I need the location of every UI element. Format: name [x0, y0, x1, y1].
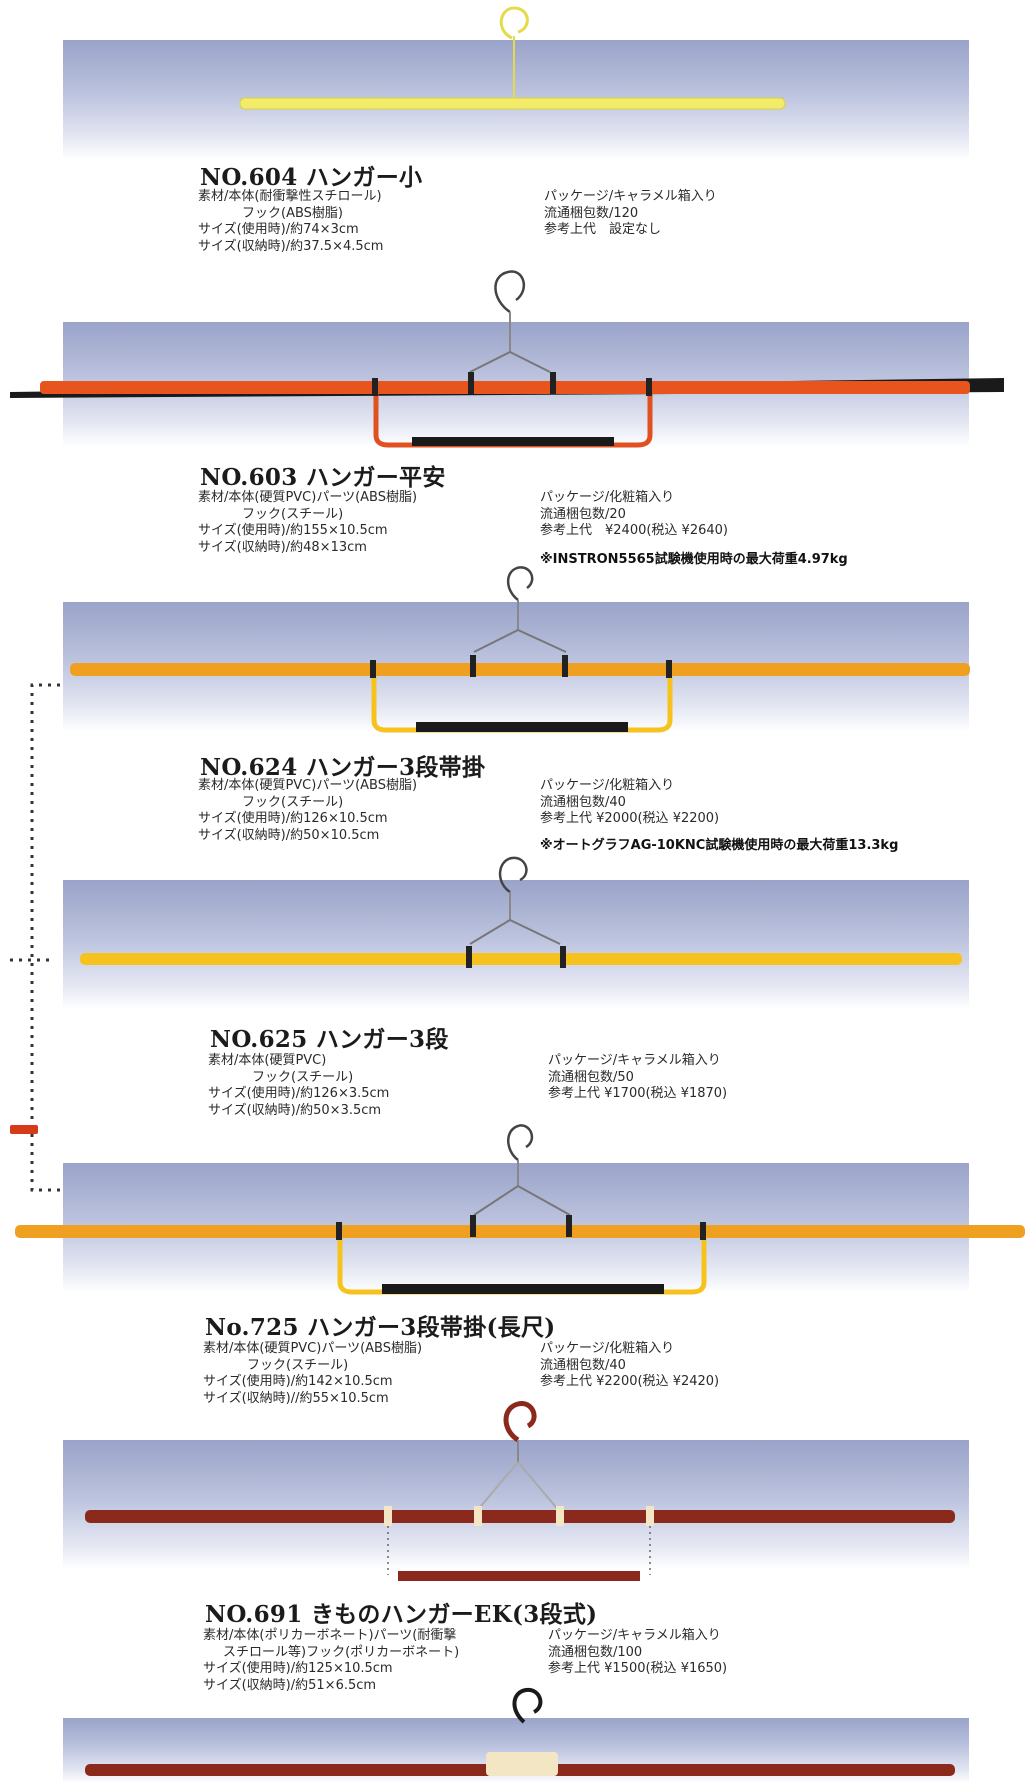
product-pack-604: パッケージ/キャラメル箱入り 流通梱包数/120 参考上代 設定なし: [544, 189, 717, 237]
product-title-691: NO.691 きものハンガーEK(3段式): [205, 1601, 598, 1628]
product-title-604: NO.604 ハンガー小: [200, 164, 423, 191]
product-note-624: ※オートグラフAG-10KNC試験機使用時の最大荷重13.3kg: [540, 838, 899, 853]
product-specs-603: 素材/本体(硬質PVC)パーツ(ABS樹脂) フック(スチール) サイズ(使用時…: [198, 490, 418, 555]
product-specs-625: 素材/本体(硬質PVC) フック(スチール) サイズ(使用時)/約126×3.5…: [208, 1053, 390, 1118]
product-title-625: NO.625 ハンガー3段: [210, 1026, 449, 1053]
hanger-603-image: [10, 270, 1004, 448]
product-title-624: NO.624 ハンガー3段帯掛: [200, 754, 486, 781]
product-specs-725: 素材/本体(硬質PVC)パーツ(ABS樹脂) フック(スチール) サイズ(使用時…: [203, 1341, 423, 1406]
product-title-725: No.725 ハンガー3段帯掛(長尺): [205, 1314, 556, 1341]
hanger-625-image: [80, 856, 962, 968]
product-pack-725: パッケージ/化粧箱入り 流通梱包数/40 参考上代 ¥2200(税込 ¥2420…: [540, 1341, 720, 1389]
hanger-624-image: [70, 566, 970, 733]
product-pack-625: パッケージ/キャラメル箱入り 流通梱包数/50 参考上代 ¥1700(税込 ¥1…: [548, 1053, 728, 1101]
bg-band-691: [63, 1440, 969, 1570]
product-pack-603: パッケージ/化粧箱入り 流通梱包数/20 参考上代 ¥2400(税込 ¥2640…: [540, 490, 728, 538]
dotted-connector: [10, 683, 60, 1192]
product-pack-624: パッケージ/化粧箱入り 流通梱包数/40 参考上代 ¥2000(税込 ¥2200…: [540, 778, 720, 826]
product-specs-691: 素材/本体(ポリカーボネート)パーツ(耐衝撃 スチロール等)フック(ポリカーボネ…: [203, 1628, 460, 1693]
hanger-725-image: [15, 1124, 1025, 1295]
hanger-691-image: [85, 1401, 955, 1581]
hanger-next-image: [85, 1687, 955, 1776]
product-specs-604: 素材/本体(耐衝撃性スチロール) フック(ABS樹脂) サイズ(使用時)/約74…: [198, 189, 384, 254]
product-note-603: ※INSTRON5565試験機使用時の最大荷重4.97kg: [540, 552, 848, 567]
product-pack-691: パッケージ/キャラメル箱入り 流通梱包数/100 参考上代 ¥1500(税込 ¥…: [548, 1628, 728, 1676]
product-specs-624: 素材/本体(硬質PVC)パーツ(ABS樹脂) フック(スチール) サイズ(使用時…: [198, 778, 418, 843]
hanger-604-image: [239, 6, 786, 110]
bg-band-625: [63, 880, 969, 1010]
product-title-603: NO.603 ハンガー平安: [200, 464, 446, 491]
